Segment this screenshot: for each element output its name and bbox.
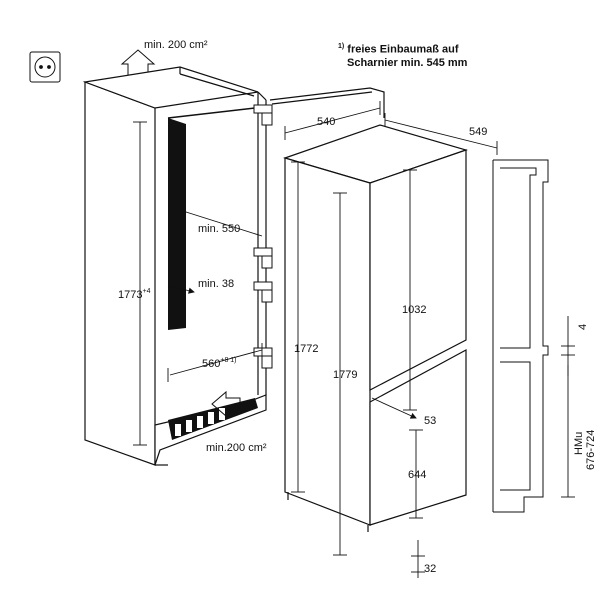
label-53: 53 [424, 415, 436, 427]
socket-icon [29, 51, 61, 83]
label-1772: 1772 [294, 343, 318, 355]
label-549: 549 [469, 126, 487, 138]
label-hmu: HMu [573, 432, 585, 455]
vent-top-label: min. 200 cm² [144, 39, 208, 51]
label-1032: 1032 [402, 304, 426, 316]
label-32: 32 [424, 563, 436, 575]
vent-in-arrow-icon [211, 390, 241, 418]
note-marker: 1) [338, 43, 345, 50]
label-644: 644 [408, 469, 426, 481]
note-line-2: Scharnier min. 545 mm [347, 56, 468, 69]
open-door-outline [269, 87, 385, 118]
installation-note: 1) freies Einbaumaß auf Scharnier min. 5… [338, 40, 467, 70]
side-section [492, 159, 549, 513]
niche-interior [167, 107, 258, 440]
appliance [283, 124, 468, 532]
hinges [253, 104, 273, 369]
label-1779: 1779 [333, 369, 357, 381]
label-1773: 1773+4 [118, 288, 151, 301]
label-min-38: min. 38 [198, 278, 234, 290]
label-hmu-range: 676-724 [585, 430, 597, 470]
label-min-550: min. 550 [198, 223, 240, 235]
label-560: 560+8 1) [202, 357, 237, 370]
label-4: 4 [577, 324, 589, 330]
note-line-1: freies Einbaumaß auf [347, 43, 459, 56]
label-540: 540 [317, 116, 335, 128]
dimension-lines [133, 101, 575, 578]
vent-bottom-label: min.200 cm² [206, 442, 267, 454]
